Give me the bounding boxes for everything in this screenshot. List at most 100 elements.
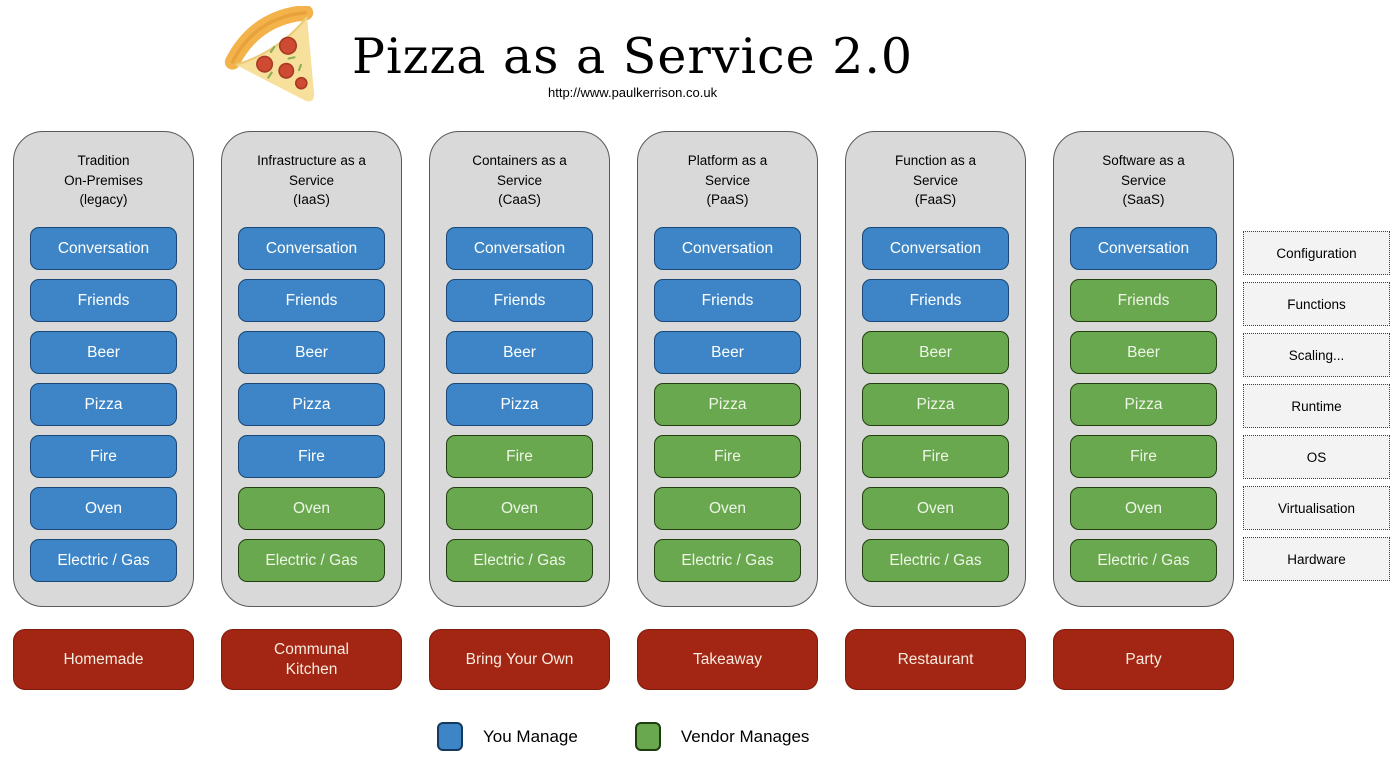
column-header-line: Infrastructure as a xyxy=(257,153,366,168)
column-header: Infrastructure as a Service (IaaS) xyxy=(222,151,401,210)
layer-label-virtualisation: Virtualisation xyxy=(1243,486,1390,530)
stack-item: Beer xyxy=(654,331,801,374)
column-header: Software as a Service (SaaS) xyxy=(1054,151,1233,210)
stack-item: Oven xyxy=(238,487,385,530)
stack: Conversation Friends Beer Pizza Fire Ove… xyxy=(446,227,593,591)
stack-item: Pizza xyxy=(238,383,385,426)
column-header-line: (SaaS) xyxy=(1122,192,1165,207)
you-manage-swatch xyxy=(437,722,463,751)
stack-item: Friends xyxy=(446,279,593,322)
column-saas: Software as a Service (SaaS) Conversatio… xyxy=(1053,131,1234,607)
column-faas: Function as a Service (FaaS) Conversatio… xyxy=(845,131,1026,607)
column-header: Function as a Service (FaaS) xyxy=(846,151,1025,210)
column-header-line: (CaaS) xyxy=(498,192,541,207)
stack-item: Beer xyxy=(30,331,177,374)
stack-item: Fire xyxy=(30,435,177,478)
bottom-label-party: Party xyxy=(1053,629,1234,690)
stack-item: Oven xyxy=(30,487,177,530)
stack-item: Oven xyxy=(446,487,593,530)
column-header: Containers as a Service (CaaS) xyxy=(430,151,609,210)
stack-item: Conversation xyxy=(238,227,385,270)
column-iaas: Infrastructure as a Service (IaaS) Conve… xyxy=(221,131,402,607)
stack-item: Friends xyxy=(862,279,1009,322)
column-header-line: Containers as a xyxy=(472,153,567,168)
column-caas: Containers as a Service (CaaS) Conversat… xyxy=(429,131,610,607)
layer-labels-rail: Configuration Functions Scaling... Runti… xyxy=(1243,231,1390,588)
page-title: Pizza as a Service 2.0 xyxy=(352,28,914,85)
stack-item: Friends xyxy=(1070,279,1217,322)
stack-item: Conversation xyxy=(1070,227,1217,270)
stack-item: Oven xyxy=(654,487,801,530)
stack-item: Oven xyxy=(1070,487,1217,530)
stack-item: Friends xyxy=(30,279,177,322)
stack-item: Fire xyxy=(862,435,1009,478)
subtitle-url: http://www.paulkerrison.co.uk xyxy=(548,84,718,100)
stack-item: Conversation xyxy=(30,227,177,270)
stack: Conversation Friends Beer Pizza Fire Ove… xyxy=(30,227,177,591)
vendor-manages-swatch xyxy=(634,722,661,751)
column-header-line: Function as a xyxy=(894,153,977,168)
title-block: Pizza as a Service 2.0 http://www.paulke… xyxy=(222,6,913,116)
column-header: Tradition On-Premises (legacy) xyxy=(14,151,193,210)
layer-label-runtime: Runtime xyxy=(1243,384,1390,428)
pizza-icon xyxy=(224,6,315,102)
layer-label-hardware: Hardware xyxy=(1243,537,1390,581)
stack-item: Conversation xyxy=(446,227,593,270)
column-header-line: Service xyxy=(288,172,334,188)
stack-item: Beer xyxy=(1070,331,1217,374)
column-header-line: Software as a xyxy=(1102,153,1185,168)
stack-item: Electric / Gas xyxy=(654,539,801,582)
stack: Conversation Friends Beer Pizza Fire Ove… xyxy=(654,227,801,591)
stack-item: Pizza xyxy=(862,383,1009,426)
column-legacy: Tradition On-Premises (legacy) Conversat… xyxy=(13,131,194,607)
stack-item: Electric / Gas xyxy=(862,539,1009,582)
stack: Conversation Friends Beer Pizza Fire Ove… xyxy=(1070,227,1217,591)
stack-item: Friends xyxy=(654,279,801,322)
column-header-line: Service xyxy=(1120,172,1166,188)
stack-item: Conversation xyxy=(862,227,1009,270)
stack-item: Oven xyxy=(862,487,1009,530)
stack-item: Beer xyxy=(862,331,1009,374)
legend-you-label: You Manage xyxy=(483,726,578,746)
stack-item: Fire xyxy=(446,435,593,478)
column-header: Platform as a Service (PaaS) xyxy=(638,151,817,210)
stack-item: Electric / Gas xyxy=(238,539,385,582)
stack-item: Pizza xyxy=(1070,383,1217,426)
stack: Conversation Friends Beer Pizza Fire Ove… xyxy=(238,227,385,591)
bottom-label-homemade: Homemade xyxy=(13,629,194,690)
stack-item: Electric / Gas xyxy=(30,539,177,582)
column-header-line: Service xyxy=(912,172,958,188)
column-header-line: On-Premises xyxy=(64,172,143,188)
column-header-line: Platform as a xyxy=(687,153,768,168)
stack-item: Fire xyxy=(654,435,801,478)
layer-label-functions: Functions xyxy=(1243,282,1390,326)
stack-item: Fire xyxy=(238,435,385,478)
stack-item: Electric / Gas xyxy=(1070,539,1217,582)
legend-you-manage: You Manage xyxy=(437,722,578,751)
column-header-line: (FaaS) xyxy=(914,192,957,207)
stack-item: Electric / Gas xyxy=(446,539,593,582)
stack-item: Fire xyxy=(1070,435,1217,478)
legend: You Manage Vendor Manages xyxy=(437,722,809,751)
column-header-line: (legacy) xyxy=(79,192,128,207)
stack-item: Conversation xyxy=(654,227,801,270)
column-header-line: (PaaS) xyxy=(706,192,749,207)
stack: Conversation Friends Beer Pizza Fire Ove… xyxy=(862,227,1009,591)
bottom-label-takeaway: Takeaway xyxy=(637,629,818,690)
layer-label-configuration: Configuration xyxy=(1243,231,1390,275)
column-header-line: (IaaS) xyxy=(293,192,330,207)
bottom-label-communal-kitchen: Communal Kitchen xyxy=(221,629,402,690)
layer-label-scaling: Scaling... xyxy=(1243,333,1390,377)
column-header-line: Tradition xyxy=(77,153,130,168)
column-paas: Platform as a Service (PaaS) Conversatio… xyxy=(637,131,818,607)
stack-item: Beer xyxy=(446,331,593,374)
bottom-label-bring-your-own: Bring Your Own xyxy=(429,629,610,690)
column-header-line: Service xyxy=(704,172,750,188)
legend-vendor-manages: Vendor Manages xyxy=(634,722,810,751)
stack-item: Pizza xyxy=(30,383,177,426)
stack-item: Pizza xyxy=(446,383,593,426)
stack-item: Beer xyxy=(238,331,385,374)
legend-vendor-label: Vendor Manages xyxy=(680,726,810,746)
bottom-label-restaurant: Restaurant xyxy=(845,629,1026,690)
